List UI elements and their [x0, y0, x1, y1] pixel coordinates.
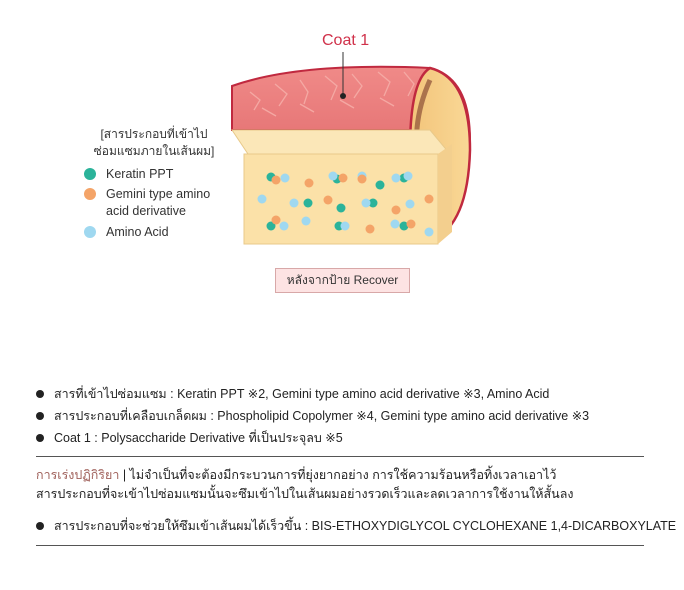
legend-item-keratin: Keratin PPT: [84, 166, 173, 183]
list-item: สารที่เข้าไปซ่อมแซม : Keratin PPT ※2, Ge…: [36, 386, 589, 402]
divider: [36, 545, 644, 546]
legend-label: Amino Acid: [106, 225, 169, 239]
gemini-dot-icon: [84, 188, 96, 200]
coat-pointer-dot: [340, 93, 346, 99]
core-front-face: [243, 153, 439, 245]
list-item-text: สารประกอบที่เคลือบเกล็ดผม : Phospholipid…: [54, 409, 590, 423]
reaction-line-2: สารประกอบที่จะเข้าไปซ่อมแซมนั้นจะซึมเข้า…: [36, 487, 574, 501]
core-top-face: [231, 129, 452, 155]
bullet-icon: [36, 390, 44, 398]
keratin-ppt-particles: [266, 172, 409, 231]
bullet-icon: [36, 412, 44, 420]
list-item: สารประกอบที่เคลือบเกล็ดผม : Phospholipid…: [36, 408, 589, 424]
list-item: สารประกอบที่จะช่วยให้ซึมเข้าเส้นผมได้เร็…: [36, 518, 676, 534]
diagram-caption: หลังจากป้าย Recover: [275, 268, 410, 293]
legend-item-amino: Amino Acid: [84, 224, 169, 241]
divider: [36, 456, 644, 457]
reaction-paragraph: การเร่งปฏิกิริยา | ไม่จำเป็นที่จะต้องมีก…: [36, 466, 656, 504]
reaction-line-1: | ไม่จำเป็นที่จะต้องมีกระบวนการที่ยุ่งยา…: [119, 468, 557, 482]
amino-acid-particles: [257, 171, 434, 237]
keratin-dot-icon: [84, 168, 96, 180]
reaction-heading: การเร่งปฏิกิริยา: [36, 468, 120, 482]
gemini-amino-acid-particles: [271, 173, 434, 234]
ingredient-list: สารที่เข้าไปซ่อมแซม : Keratin PPT ※2, Ge…: [36, 386, 589, 452]
list-item-text: Coat 1 : Polysaccharide Derivative ที่เป…: [54, 431, 343, 445]
bullet-icon: [36, 522, 44, 530]
cuticle-scales: [249, 71, 415, 117]
bullet-icon: [36, 434, 44, 442]
coat-1-label: Coat 1: [322, 32, 370, 49]
legend-title: [สารประกอบที่เข้าไปซ่อมแซมภายในเส้นผม]: [93, 127, 215, 158]
list-item-text: สารประกอบที่จะช่วยให้ซึมเข้าเส้นผมได้เร็…: [54, 519, 677, 533]
accelerator-list: สารประกอบที่จะช่วยให้ซึมเข้าเส้นผมได้เร็…: [36, 518, 676, 540]
list-item-text: สารที่เข้าไปซ่อมแซม : Keratin PPT ※2, Ge…: [54, 387, 550, 401]
core-side-face: [438, 144, 452, 244]
amino-dot-icon: [84, 226, 96, 238]
list-item: Coat 1 : Polysaccharide Derivative ที่เป…: [36, 430, 589, 446]
legend-item-gemini: Gemini type amino acid derivative: [84, 186, 234, 220]
legend-label: Keratin PPT: [106, 167, 174, 181]
hair-cross-section-diagram: [231, 52, 472, 245]
legend-label: Gemini type amino acid derivative: [106, 187, 211, 218]
